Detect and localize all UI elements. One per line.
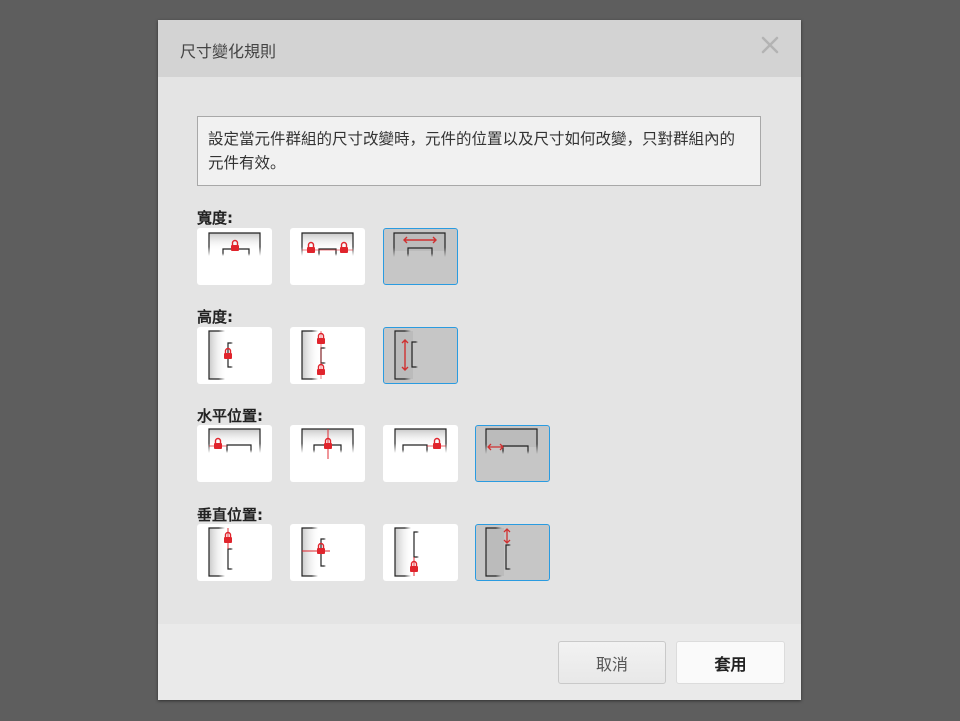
v-stretch-icon bbox=[485, 527, 511, 577]
horizontal-option-anchor-left[interactable] bbox=[197, 425, 272, 482]
horizontal-option-anchor-center[interactable] bbox=[290, 425, 365, 482]
vertical-position-label: 垂直位置: bbox=[197, 506, 263, 524]
vertical-option-anchor-top[interactable] bbox=[197, 524, 272, 581]
dialog-header: 尺寸變化規則 bbox=[158, 20, 801, 77]
v-anchor-middle-icon bbox=[301, 527, 330, 577]
v-anchor-bottom-icon bbox=[394, 527, 419, 577]
vertical-option-anchor-middle[interactable] bbox=[290, 524, 365, 581]
height-lock-center-icon bbox=[208, 330, 233, 380]
width-lock-center-icon bbox=[208, 232, 261, 256]
cancel-button[interactable]: 取消 bbox=[558, 641, 666, 684]
height-option-stretch[interactable] bbox=[383, 327, 458, 384]
width-option-stretch[interactable] bbox=[383, 228, 458, 285]
apply-button[interactable]: 套用 bbox=[676, 641, 785, 684]
width-option-lock-center[interactable] bbox=[197, 228, 272, 285]
dialog-footer: 取消 套用 bbox=[158, 624, 801, 700]
horizontal-option-anchor-right[interactable] bbox=[383, 425, 458, 482]
h-anchor-center-icon bbox=[301, 428, 354, 459]
height-option-lock-center[interactable] bbox=[197, 327, 272, 384]
width-label: 寬度: bbox=[197, 209, 233, 227]
vertical-option-anchor-bottom[interactable] bbox=[383, 524, 458, 581]
height-lock-both-icon bbox=[301, 330, 326, 380]
width-lock-both-icon bbox=[301, 232, 354, 256]
height-option-lock-both[interactable] bbox=[290, 327, 365, 384]
close-icon[interactable] bbox=[759, 34, 781, 56]
width-option-lock-both[interactable] bbox=[290, 228, 365, 285]
horizontal-option-stretch[interactable] bbox=[475, 425, 550, 482]
dialog-title: 尺寸變化規則 bbox=[180, 42, 277, 61]
width-stretch-icon bbox=[393, 232, 446, 257]
height-label: 高度: bbox=[197, 308, 233, 326]
height-stretch-icon bbox=[394, 330, 418, 380]
horizontal-position-label: 水平位置: bbox=[197, 407, 263, 425]
h-anchor-left-icon bbox=[208, 428, 261, 453]
h-stretch-icon bbox=[485, 428, 538, 454]
v-anchor-top-icon bbox=[208, 527, 233, 577]
vertical-option-stretch[interactable] bbox=[475, 524, 550, 581]
h-anchor-right-icon bbox=[394, 428, 447, 453]
size-rules-dialog: 尺寸變化規則 設定當元件群組的尺寸改變時，元件的位置以及尺寸如何改變，只對群組內… bbox=[158, 20, 801, 700]
description-box: 設定當元件群組的尺寸改變時，元件的位置以及尺寸如何改變，只對群組內的元件有效。 bbox=[197, 116, 761, 186]
